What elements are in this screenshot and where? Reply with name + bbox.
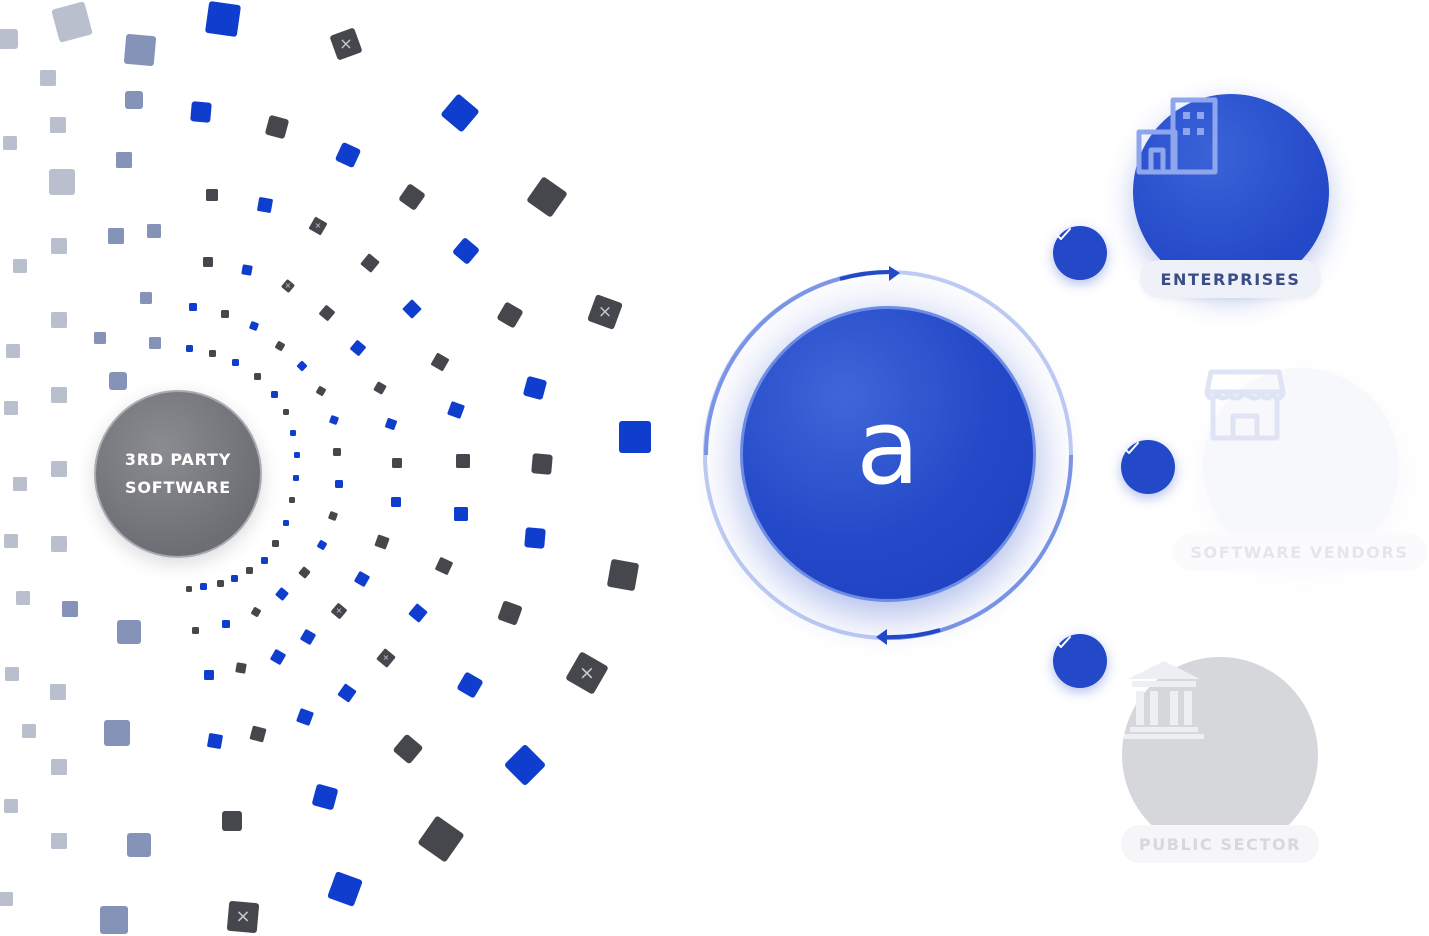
particle-square	[290, 430, 296, 436]
check-icon	[1053, 634, 1107, 688]
particle-square	[51, 759, 67, 775]
particle-square	[230, 574, 238, 582]
particle-square	[94, 332, 106, 344]
check-icon	[1121, 440, 1175, 494]
particle-square	[245, 566, 253, 574]
particle-square	[109, 372, 127, 390]
target-label-enterprises: ENTERPRISES	[1140, 260, 1321, 298]
particle-square	[185, 344, 193, 352]
arrow-head-top	[889, 266, 900, 281]
particle-square	[16, 591, 30, 605]
particle-square	[333, 448, 341, 456]
particle-square	[271, 539, 279, 547]
source-label: 3RD PARTY SOFTWARE	[113, 446, 243, 502]
particle-square	[199, 582, 207, 590]
particle-square	[50, 684, 66, 700]
particle-square	[51, 461, 67, 477]
particle-square	[208, 349, 216, 357]
check-icon	[1053, 226, 1107, 280]
particle-square	[221, 310, 229, 318]
source-label-line2: SOFTWARE	[125, 478, 231, 497]
particle-square	[283, 520, 289, 526]
target-enterprises	[1133, 94, 1329, 290]
particle-square	[0, 29, 18, 49]
arrow-top	[839, 269, 894, 281]
particle-square	[51, 387, 67, 403]
target-label-public-sector: PUBLIC SECTOR	[1121, 825, 1319, 863]
target-public-sector	[1122, 657, 1318, 853]
particle-square	[4, 799, 18, 813]
particle-square	[13, 477, 27, 491]
particle-square	[222, 620, 230, 628]
particle-square	[260, 556, 268, 564]
particle-square	[62, 601, 78, 617]
particle-square	[127, 833, 151, 857]
source-label-line1: 3RD PARTY	[124, 450, 232, 469]
particle-square	[125, 91, 143, 109]
target-software-vendors	[1203, 368, 1399, 564]
particle-square	[293, 475, 299, 481]
particle-square	[4, 401, 18, 415]
particle-square	[51, 238, 67, 254]
particle-square	[140, 292, 152, 304]
institution-icon	[1124, 661, 1204, 739]
storefront-icon	[1204, 369, 1286, 441]
particle-square	[456, 454, 470, 468]
particle-square	[216, 579, 224, 587]
building-icon	[1136, 97, 1218, 175]
particle-square	[51, 833, 67, 849]
particle-square	[253, 372, 261, 380]
source-node: 3RD PARTY SOFTWARE	[94, 390, 262, 558]
particle-square	[3, 136, 17, 150]
particle-square	[392, 458, 402, 468]
particle-square	[0, 892, 13, 906]
particle-square	[4, 534, 18, 548]
particle-square	[100, 906, 128, 934]
particle-square	[5, 667, 19, 681]
particle-square	[147, 224, 161, 238]
particle-square	[231, 358, 239, 366]
arrow-bottom	[883, 628, 941, 640]
particle-square	[117, 620, 141, 644]
particle-square	[13, 259, 27, 273]
particle-square	[108, 228, 124, 244]
particle-square	[49, 169, 75, 195]
particle-square	[186, 586, 192, 592]
particle-square	[116, 152, 132, 168]
particle-square	[206, 189, 218, 201]
particle-square	[270, 390, 278, 398]
particle-square	[203, 257, 213, 267]
hub-logo: a	[856, 386, 920, 508]
particle-square	[22, 724, 36, 738]
particle-square	[222, 811, 242, 831]
particle-square	[149, 337, 161, 349]
particle-square	[191, 626, 199, 634]
particle-square	[294, 452, 300, 458]
particle-square	[391, 497, 401, 507]
particle-square	[6, 344, 20, 358]
target-label-software-vendors: SOFTWARE VENDORS	[1172, 533, 1427, 571]
particle-square	[189, 303, 197, 311]
particle-square	[50, 117, 66, 133]
particle-square	[289, 497, 295, 503]
particle-square	[51, 536, 67, 552]
particle-square	[454, 507, 468, 521]
arrow-head-bottom	[876, 629, 887, 645]
particle-square	[619, 421, 651, 453]
hub-circle: a	[740, 306, 1036, 602]
particle-square	[104, 720, 130, 746]
particle-square	[283, 409, 289, 415]
particle-square	[40, 70, 56, 86]
particle-square	[204, 670, 214, 680]
particle-square	[335, 480, 343, 488]
particle-square	[51, 312, 67, 328]
